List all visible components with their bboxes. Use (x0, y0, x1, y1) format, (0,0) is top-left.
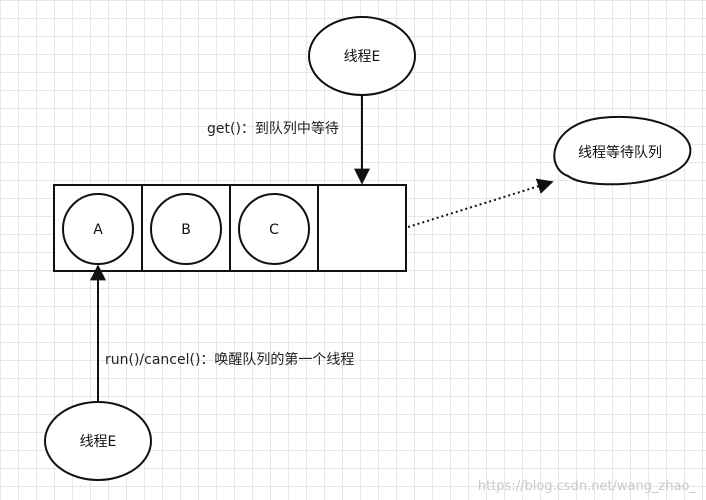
queue-bubble-label: 线程等待队列 (578, 144, 662, 161)
queue-item-c-label: C (269, 222, 279, 238)
queue-item-c (238, 193, 310, 265)
queue-item-b-label: B (181, 222, 191, 238)
queue-item-b (150, 193, 222, 265)
queue-item-a (62, 193, 134, 265)
get-arrow-label: get()：到队列中等待 (207, 121, 339, 137)
queue-bubble-node (553, 115, 692, 186)
watermark: https://blog.csdn.net/wang_zhao_ (477, 479, 696, 494)
queue-item-a-label: A (93, 222, 103, 238)
run-arrow-label: run()/cancel()：唤醒队列的第一个线程 (105, 352, 355, 368)
bottom-thread-label: 线程E (80, 434, 117, 450)
queue-to-bubble-arrow (407, 178, 554, 228)
top-thread-label: 线程E (344, 49, 381, 65)
